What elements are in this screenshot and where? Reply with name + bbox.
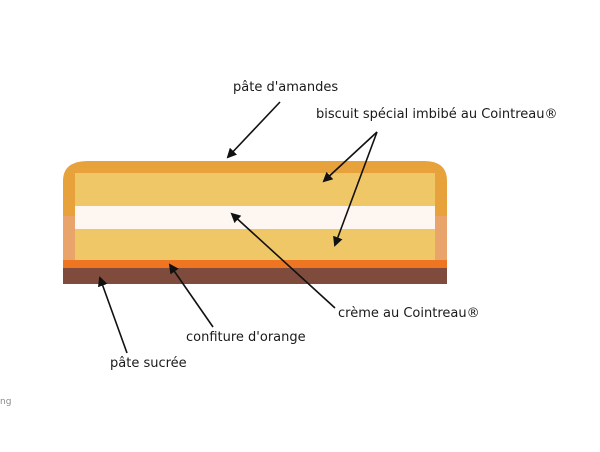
layer-sweet-pastry [63,268,447,284]
arrow-biscuit-bottom [333,131,378,247]
layer-cream [75,206,435,229]
arrow-sweet-pastry [98,276,128,354]
label-sweet-pastry: pâte sucrée [110,356,187,371]
layer-biscuit-top [75,173,435,206]
arrow-orange-jam [168,263,214,328]
arrow-almond-paste [226,101,281,159]
arrow-cream [230,212,336,309]
layer-orange-jam [63,260,447,268]
label-orange-jam: confiture d'orange [186,330,306,345]
label-biscuit: biscuit spécial imbibé au Cointreau® [316,107,558,122]
label-cream: crème au Cointreau® [338,306,480,321]
label-almond-paste: pâte d'amandes [233,80,339,95]
layer-biscuit-bottom [75,229,435,260]
arrow-biscuit-top [322,131,378,183]
stray-text-fragment: ng [0,397,12,407]
